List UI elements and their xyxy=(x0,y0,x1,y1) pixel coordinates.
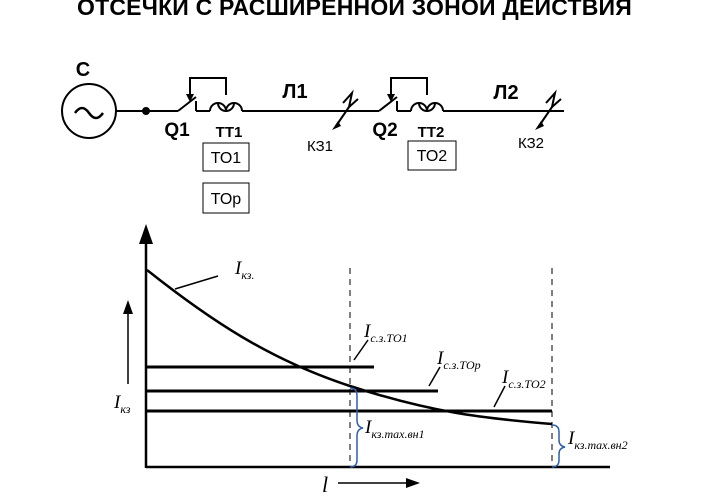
x-axis-label: l xyxy=(322,472,328,497)
setting-label-to1: Iс.з.ТО1 xyxy=(363,321,408,345)
single-line-schematic xyxy=(61,77,564,139)
end-label-vn1: Iкз.max.вн1 xyxy=(364,417,425,441)
curve-label: Iкз. xyxy=(234,258,254,282)
fault-kz2-label: КЗ2 xyxy=(518,135,544,152)
ct1-coil-icon xyxy=(186,77,340,112)
to1-label-leader xyxy=(353,339,369,361)
curve-label-leader xyxy=(174,275,219,290)
ct1-label: ТТ1 xyxy=(216,124,243,141)
y-label-arrow-head xyxy=(123,300,133,314)
end-label-vn2: Iкз.max.вн2 xyxy=(567,428,628,452)
to2-label-leader xyxy=(493,385,506,408)
protection-boxes xyxy=(202,140,457,214)
box-to1-label: ТО1 xyxy=(211,150,242,167)
ct2-coil-icon xyxy=(387,77,564,112)
fault-current-curve xyxy=(146,269,553,426)
setting-label-tor: Iс.з.ТОр xyxy=(436,348,481,372)
fault-kz2-icon xyxy=(535,89,562,130)
box-tor xyxy=(202,182,250,214)
box-to2-label: ТО2 xyxy=(417,148,448,165)
line-l1-label: Л1 xyxy=(282,81,307,103)
fault-kz1-label: КЗ1 xyxy=(307,138,333,155)
x-label-arrow-head xyxy=(406,478,420,488)
y-axis-arrow xyxy=(139,224,153,244)
box-tor-label: ТОр xyxy=(211,191,242,208)
box-to1 xyxy=(202,142,250,172)
tor-label-leader xyxy=(428,366,441,387)
box-to2 xyxy=(407,140,457,171)
line-l2-label: Л2 xyxy=(493,82,518,104)
breaker-q1-label: Q1 xyxy=(164,120,190,141)
setting-label-to2: Iс.з.ТО2 xyxy=(501,367,546,391)
page-title: ОТСЕЧКИ С РАСШИРЕННОЙ ЗОНОЙ ДЕЙСТВИЯ xyxy=(77,0,632,20)
bus-node xyxy=(142,107,150,115)
generator-icon xyxy=(61,83,117,139)
breaker-q2-label: Q2 xyxy=(372,120,397,141)
source-label: С xyxy=(76,59,90,81)
brace-kz-max-vn1 xyxy=(349,387,364,468)
ct2-label: ТТ2 xyxy=(418,124,445,141)
breaker-q2-symbol xyxy=(378,96,411,112)
y-axis-label: Iкз xyxy=(113,392,131,416)
breaker-q1-symbol xyxy=(177,96,210,112)
current-distance-graph xyxy=(123,224,610,488)
brace-kz-max-vn2 xyxy=(551,424,566,468)
